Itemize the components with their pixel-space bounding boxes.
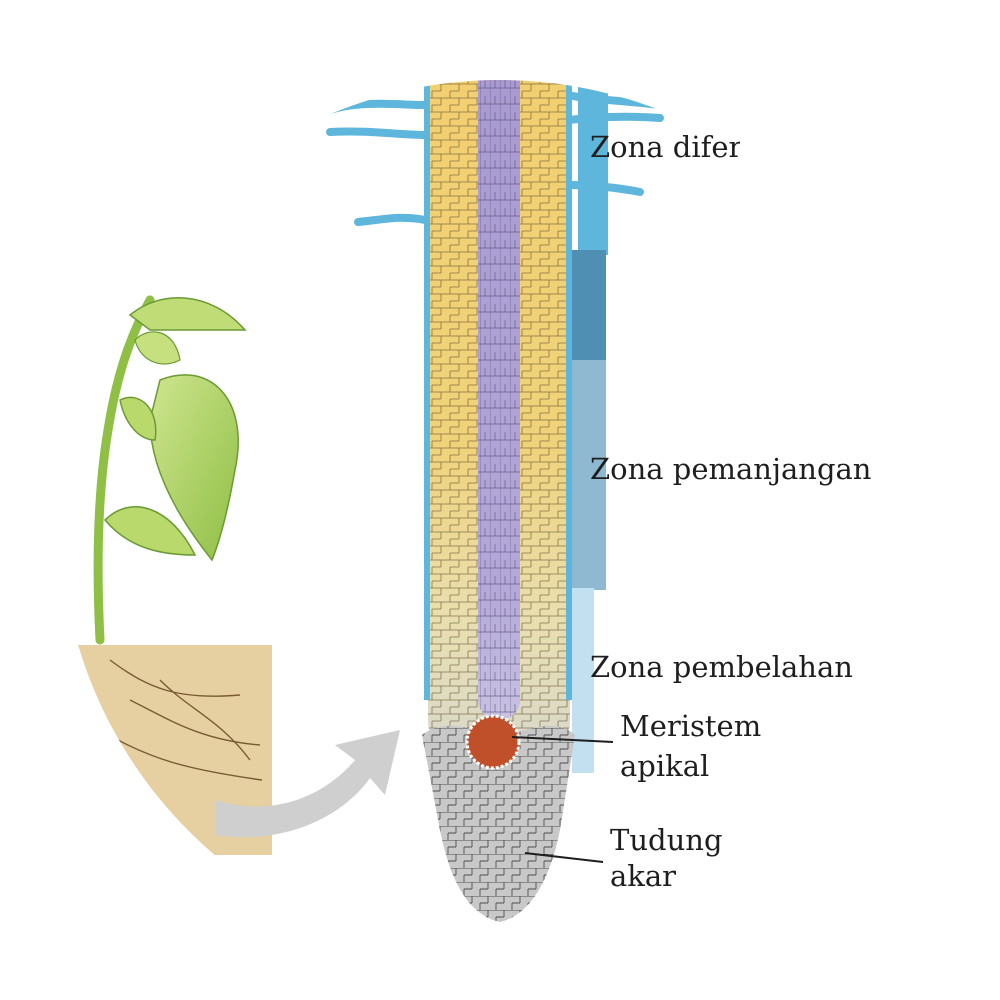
label-differentiation-zone: Zona difer <box>590 130 740 164</box>
bar-elongation-dark <box>572 250 606 360</box>
meristem-leader-line <box>511 736 614 743</box>
label-division-zone: Zona pembelahan <box>590 650 853 684</box>
bar-division <box>572 588 594 773</box>
root-section <box>326 80 664 922</box>
stele-cells <box>478 80 520 720</box>
label-root-cap-line2: akar <box>610 859 677 893</box>
soil-roots <box>99 659 263 781</box>
bar-differentiation <box>578 80 608 255</box>
leaf-large <box>149 374 239 562</box>
epidermis-right <box>566 80 572 700</box>
plant-stem <box>93 295 155 645</box>
label-apical-meristem-line1: Meristem <box>620 709 762 743</box>
root-cap-cells <box>422 725 575 922</box>
leaf-top <box>128 297 247 331</box>
apical-meristem <box>465 714 521 770</box>
leaf-small <box>134 331 181 365</box>
epidermis-left <box>424 80 430 700</box>
curved-arrow-icon <box>215 730 400 838</box>
label-apical-meristem: Meristem apikal <box>620 706 761 786</box>
label-root-cap: Tudung akar <box>610 822 723 894</box>
label-root-cap-line1: Tudung <box>610 823 723 857</box>
plant-illustration <box>60 295 400 855</box>
label-elongation-zone: Zona pemanjangan <box>590 452 872 486</box>
rootcap-leader-line <box>524 852 604 863</box>
leaf-mid <box>119 396 157 441</box>
zone-bars <box>572 80 608 773</box>
label-apical-meristem-line2: apikal <box>620 749 710 783</box>
leaf-lower <box>103 506 197 556</box>
